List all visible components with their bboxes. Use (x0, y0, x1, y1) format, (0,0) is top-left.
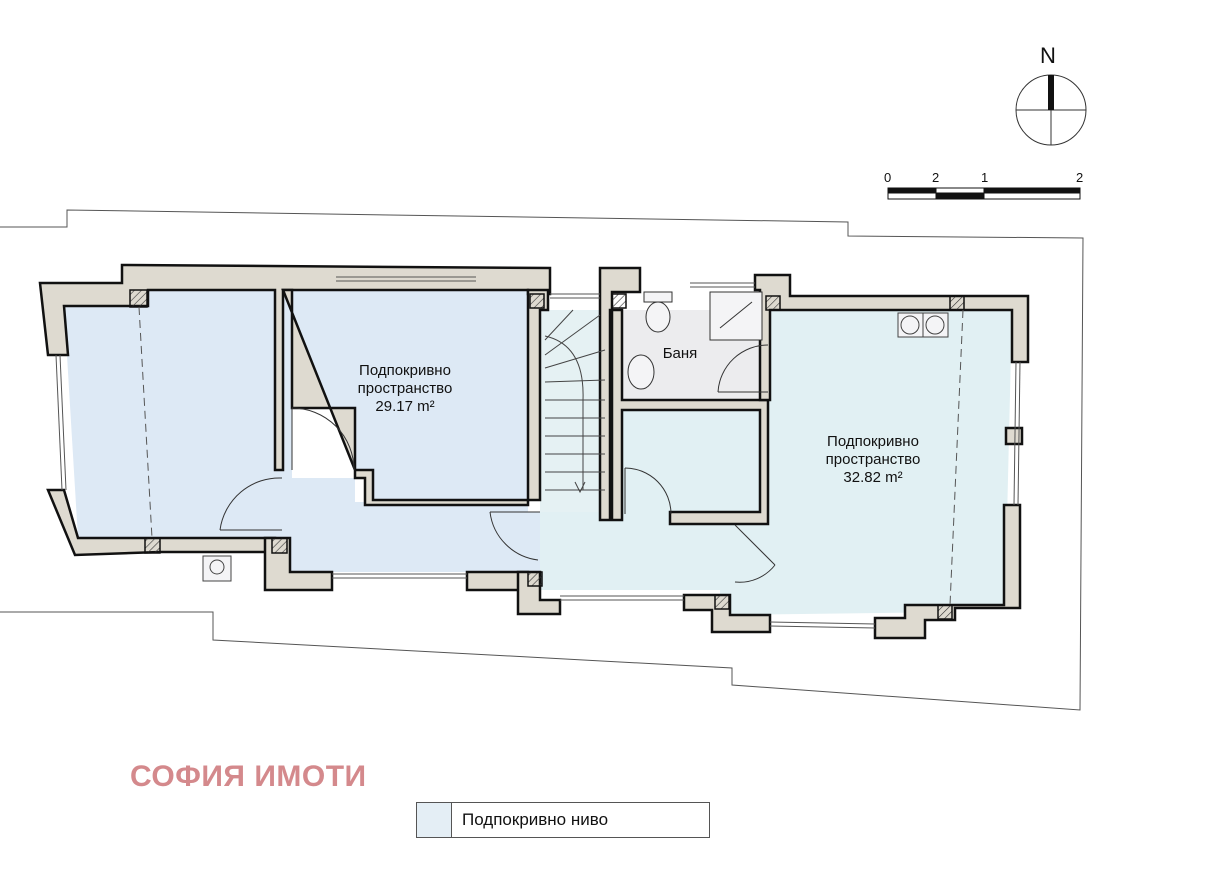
room-subname: пространство (357, 380, 453, 397)
room-label-attic-east: Подпокривно пространство 32.82 m² (803, 433, 943, 487)
scale-tick-1: 2 (932, 170, 940, 185)
scale-tick-2: 1 (981, 170, 989, 185)
legend-label: Подпокривно ниво (462, 810, 609, 829)
legend-swatch (417, 803, 452, 837)
brand-watermark: СОФИЯ ИМОТИ (130, 760, 367, 793)
scale-tick-3: 2 (1076, 170, 1084, 185)
staircase (544, 309, 606, 494)
columns (129, 289, 965, 620)
plot-boundary (0, 209, 1084, 711)
washer-dryer (897, 312, 949, 338)
roof-lines (138, 306, 964, 606)
room-area: 32.82 m² (843, 469, 903, 486)
room-subname: пространство (825, 451, 921, 468)
room-name: Подпокривно (827, 433, 919, 450)
room-area: 29.17 m² (375, 398, 435, 415)
windows (55, 276, 1021, 629)
room-label-attic-west: Подпокривно пространство 29.17 m² (335, 362, 475, 416)
scale-tick-0: 0 (884, 170, 892, 185)
bath-fixtures (627, 291, 763, 390)
room-name: Баня (662, 345, 698, 362)
scale-bar (887, 187, 1081, 200)
room-label-bathroom: Баня (640, 345, 720, 363)
north-compass (1015, 74, 1087, 146)
doors (219, 344, 776, 583)
legend: Подпокривно ниво (416, 802, 710, 838)
room-name: Подпокривно (359, 362, 451, 379)
north-label: N (1040, 43, 1056, 68)
chimney (202, 555, 232, 582)
